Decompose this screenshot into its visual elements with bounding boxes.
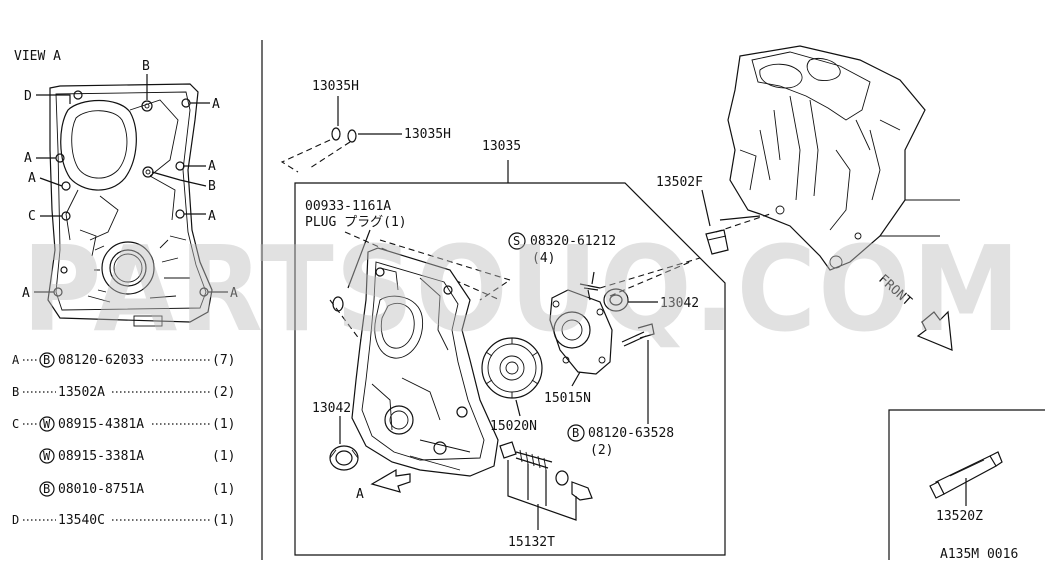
svg-text:W: W (43, 449, 51, 463)
svg-text:(1): (1) (212, 449, 235, 464)
main-assembly: 13035 13035H 13035H 00933-1161A PLUG プラグ… (280, 79, 726, 556)
svg-text:13502A: 13502A (58, 385, 105, 400)
label-13502f: 13502F (656, 175, 703, 190)
label-13035h-top: 13035H (312, 79, 359, 94)
view-a-title: VIEW A (14, 49, 61, 64)
front-arrow-icon (916, 310, 953, 351)
label-00933: 00933-1161A (305, 199, 391, 214)
label-13042-left: 13042 (312, 401, 351, 416)
view-a-panel: VIEW A B D A (14, 49, 238, 327)
label-13520z: 13520Z (936, 509, 983, 524)
view-label-a-6: A (22, 286, 30, 301)
svg-text:(1): (1) (212, 482, 235, 497)
label-arrow-a: A (356, 487, 364, 502)
label-15132t: 15132T (508, 535, 555, 550)
svg-text:A: A (12, 353, 20, 367)
view-label-a-2: A (24, 151, 32, 166)
diagram-code: A135M 0016 (940, 547, 1018, 562)
engine-block: 13502F (656, 45, 960, 271)
view-label-a-4: A (28, 171, 36, 186)
label-08320: 08320-61212 (530, 234, 616, 249)
view-label-c: C (28, 209, 36, 224)
legend-list: A B 08120-62033 (7) B 13502A (2) C W 089… (12, 352, 235, 528)
legend-row: W 08915-3381A (1) (39, 448, 235, 464)
legend-row: B 13502A (2) (12, 385, 235, 400)
label-13035h-mid: 13035H (404, 127, 451, 142)
svg-text:(1): (1) (212, 513, 235, 528)
view-label-a-5: A (208, 209, 216, 224)
label-08120-qty: (2) (590, 443, 613, 458)
svg-text:B: B (12, 385, 19, 399)
legend-row: C W 08915-4381A (1) (12, 416, 235, 432)
svg-text:(2): (2) (212, 385, 235, 400)
svg-text:(7): (7) (212, 353, 235, 368)
label-15020n: 15020N (490, 419, 537, 434)
svg-text:13540C: 13540C (58, 513, 105, 528)
label-15015n: 15015N (544, 391, 591, 406)
watermark-logo: PARTSOUQ.COM (22, 220, 1022, 358)
view-label-a-1: A (212, 97, 220, 112)
label-08120-circle: B (572, 426, 579, 440)
svg-text:(1): (1) (212, 417, 235, 432)
view-label-b-2: B (208, 179, 216, 194)
svg-text:08010-8751A: 08010-8751A (58, 482, 144, 497)
view-label-b: B (142, 59, 150, 74)
label-08320-qty: (4) (532, 251, 555, 266)
label-13042-right: 13042 (660, 296, 699, 311)
view-label-a-7: A (230, 286, 238, 301)
svg-text:D: D (12, 513, 19, 527)
svg-text:08915-3381A: 08915-3381A (58, 449, 144, 464)
view-label-a-3: A (208, 159, 216, 174)
sealant-inset: 13520Z (888, 409, 1045, 560)
assembly-frame (294, 182, 726, 556)
label-08320-circle: S (513, 234, 520, 248)
svg-text:08120-62033: 08120-62033 (58, 353, 144, 368)
legend-row: B 08010-8751A (1) (39, 481, 235, 497)
svg-text:B: B (43, 482, 50, 496)
legend-row: D 13540C (1) (12, 513, 235, 528)
svg-text:W: W (43, 417, 51, 431)
label-08120: 08120-63528 (588, 426, 674, 441)
label-13035: 13035 (482, 139, 521, 154)
legend-row: A B 08120-62033 (7) (12, 352, 235, 368)
svg-text:C: C (12, 417, 19, 431)
view-label-d: D (24, 89, 32, 104)
label-plug: PLUG プラグ(1) (305, 215, 407, 230)
svg-text:B: B (43, 353, 50, 367)
svg-text:08915-4381A: 08915-4381A (58, 417, 144, 432)
